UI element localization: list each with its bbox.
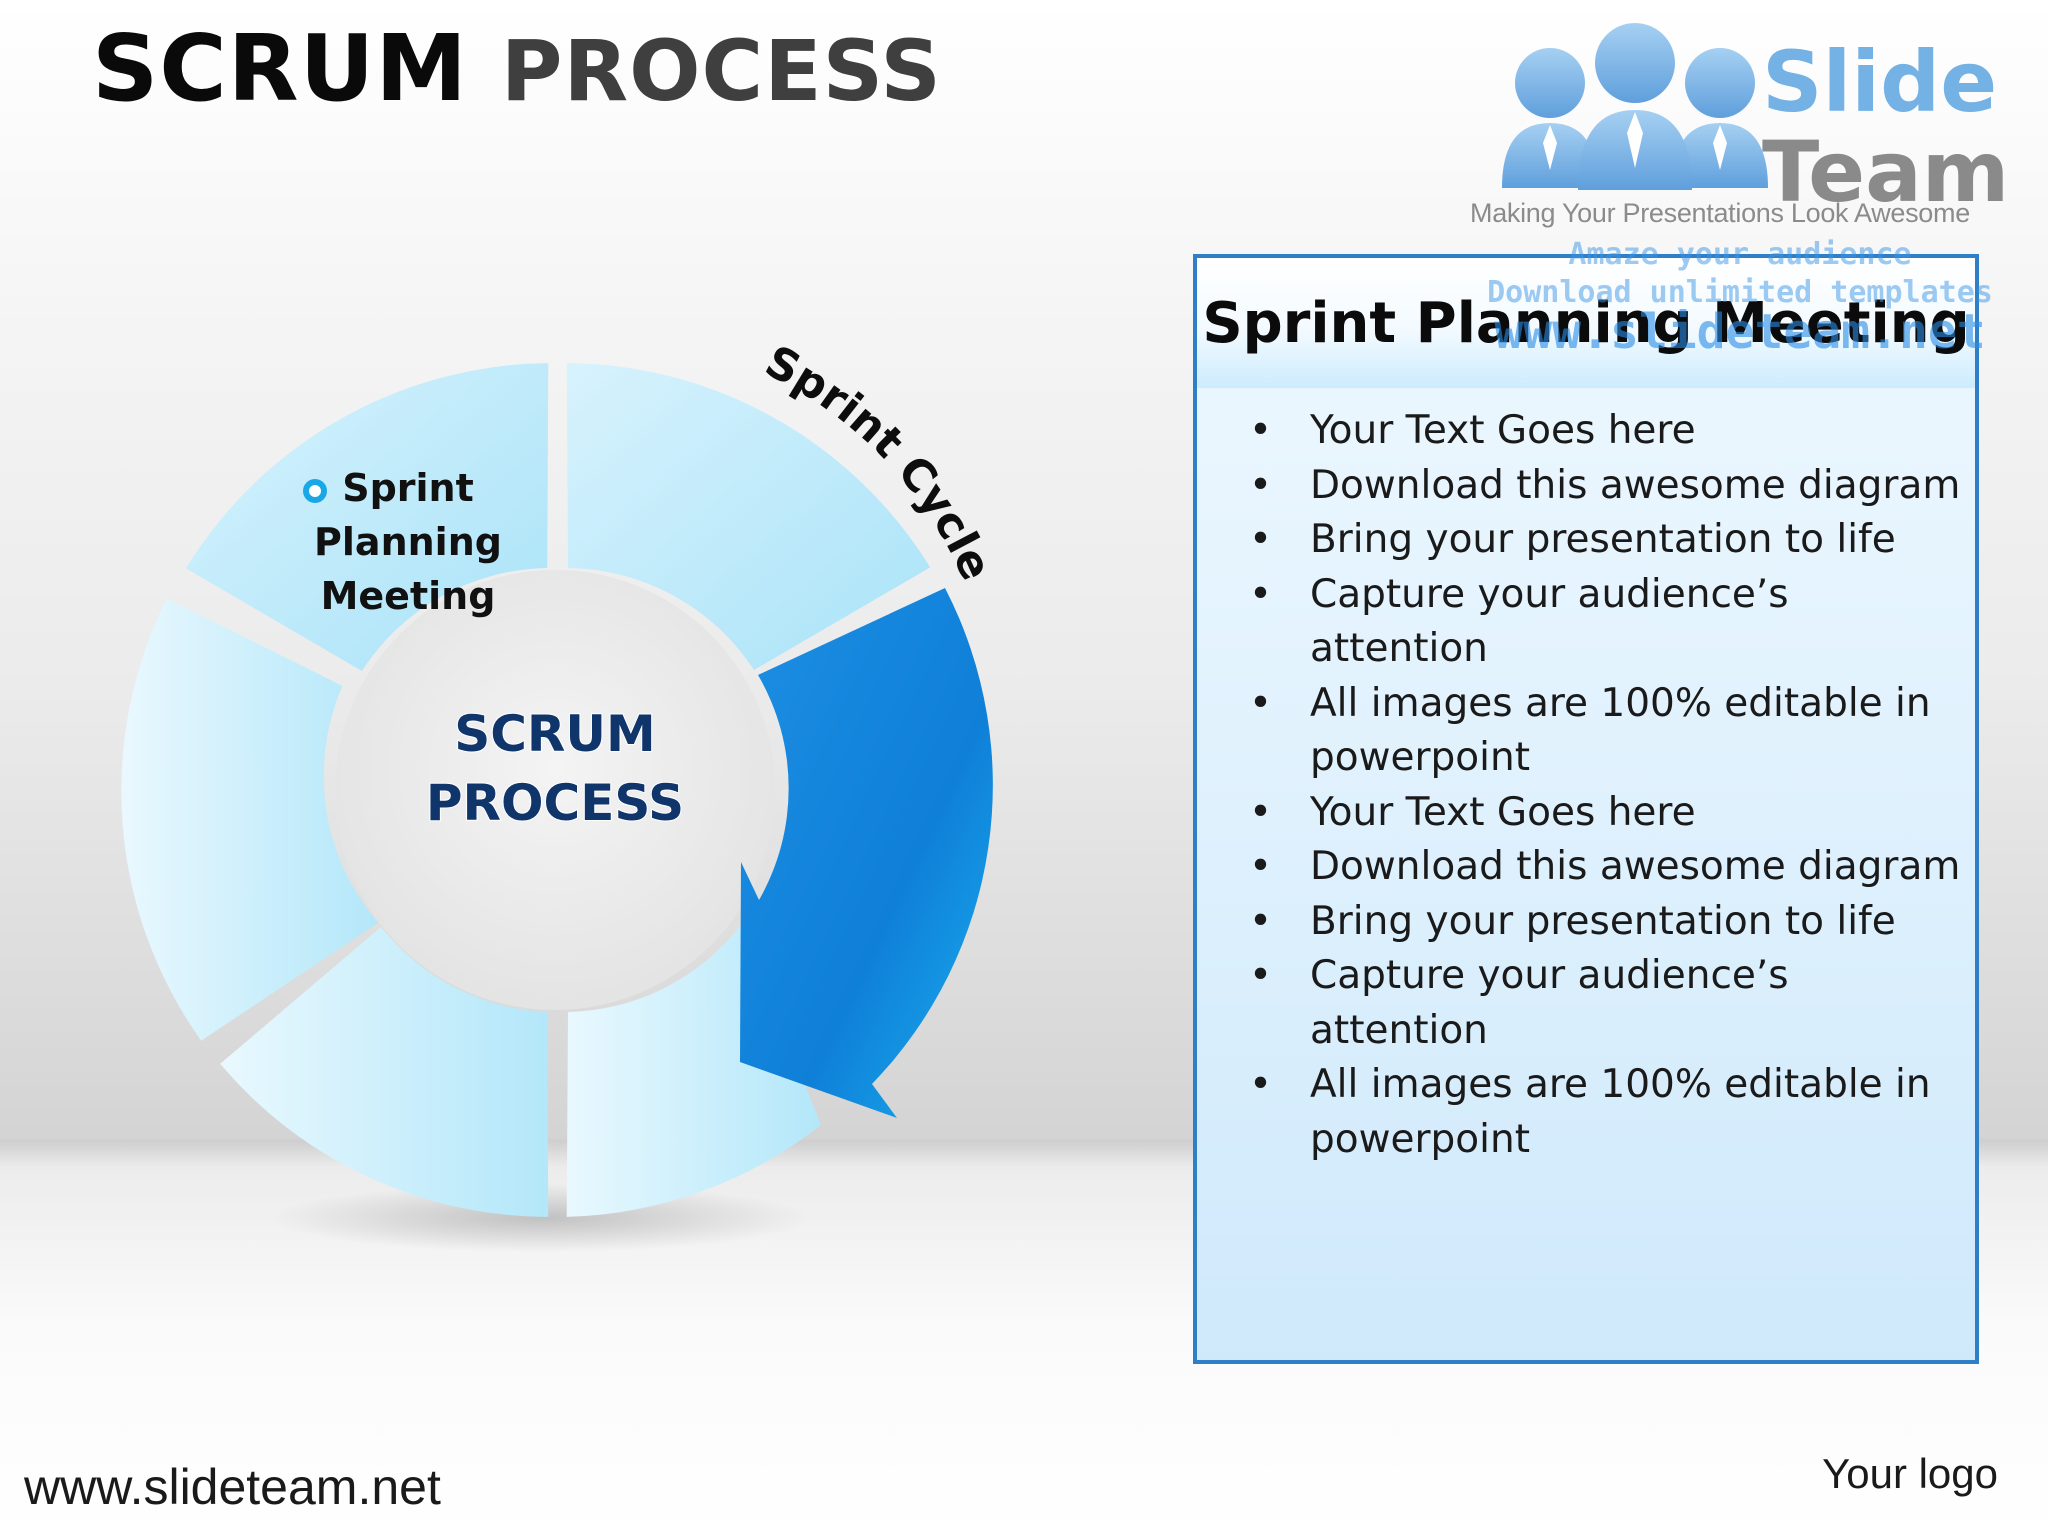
segment-bottom-left[interactable]	[220, 927, 549, 1217]
info-panel-header: Sprint Planning Meeting	[1197, 258, 1975, 388]
footer-url-link[interactable]: www.slideteam.net	[24, 1459, 441, 1515]
bullet-dot-icon	[303, 479, 327, 503]
segment-left[interactable]	[121, 598, 379, 1041]
title-word-process: PROCESS	[500, 22, 942, 120]
center-hole	[335, 570, 775, 1010]
center-label-line1: SCRUM	[454, 705, 656, 763]
list-item: Capture your audience’s attention	[1197, 949, 1975, 1058]
list-item: Your Text Goes here	[1197, 786, 1975, 841]
segment-sprint-planning[interactable]	[185, 363, 549, 671]
list-item: Download this awesome diagram	[1197, 840, 1975, 895]
list-item: Your Text Goes here	[1197, 404, 1975, 459]
brand-tagline: Making Your Presentations Look Awesome	[1470, 198, 1970, 228]
title-word-scrum: SCRUM	[92, 15, 468, 122]
list-item: Bring your presentation to life	[1197, 895, 1975, 950]
center-label-line2: PROCESS	[426, 774, 684, 832]
scrum-cycle-diagram: Sprint Planning Meeting SCRUM PROCESS Sp…	[121, 336, 1001, 1252]
footer-logo-text: Your logo	[1822, 1450, 1998, 1497]
brand-name-team: Team	[1762, 123, 2010, 221]
team-people-icon	[1502, 23, 1768, 190]
bullet-list: Your Text Goes here Download this awesom…	[1197, 388, 1975, 1167]
list-item: Download this awesome diagram	[1197, 459, 1975, 514]
list-item: Capture your audience’s attention	[1197, 568, 1975, 677]
segment-top-right[interactable]	[566, 363, 931, 670]
info-panel-title: Sprint Planning Meeting	[1202, 290, 1970, 356]
info-panel: Sprint Planning Meeting Your Text Goes h…	[1193, 254, 1979, 1364]
segment-label-line3: Meeting	[321, 574, 496, 618]
brand-name-slide: Slide	[1762, 33, 1998, 131]
slideteam-logo: Slide Team Making Your Presentations Loo…	[1470, 18, 2030, 238]
diagram-shadow	[270, 1184, 810, 1252]
list-item: All images are 100% editable in powerpoi…	[1197, 1058, 1975, 1167]
list-item: All images are 100% editable in powerpoi…	[1197, 677, 1975, 786]
sprint-cycle-arrow[interactable]	[740, 588, 993, 1118]
segment-label-line2: Planning	[314, 520, 502, 564]
segment-label-line1: Sprint	[342, 466, 474, 510]
slide-title: SCRUM PROCESS	[92, 18, 942, 119]
list-item: Bring your presentation to life	[1197, 513, 1975, 568]
